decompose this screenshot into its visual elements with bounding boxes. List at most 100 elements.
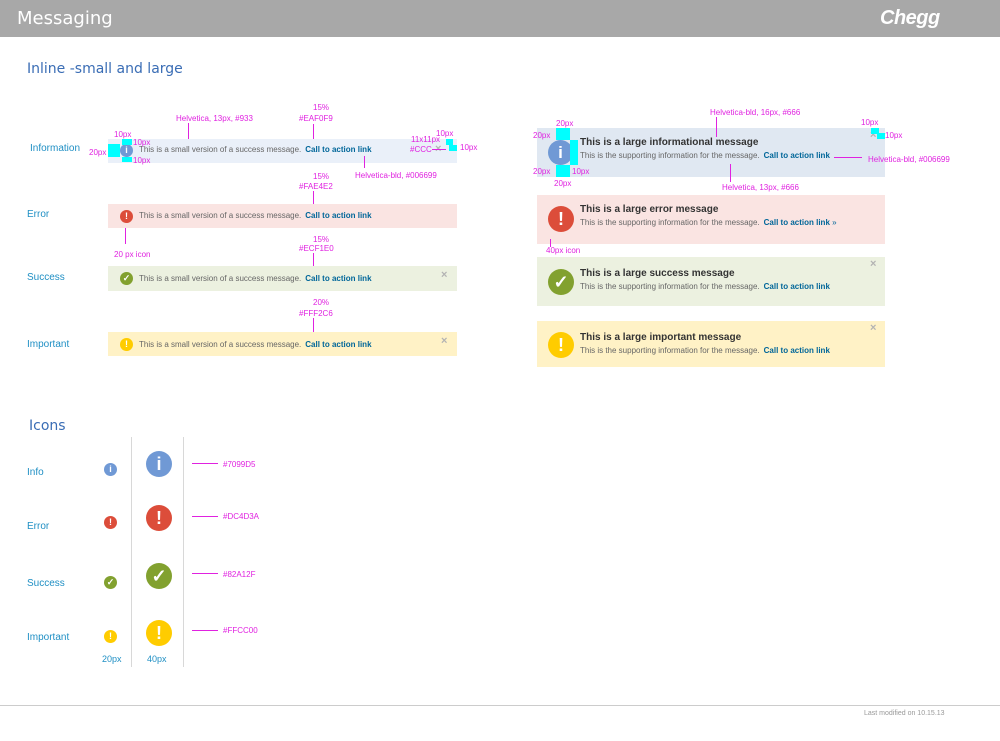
small-important-link[interactable]: Call to action link <box>305 340 372 349</box>
anno-line <box>192 516 218 517</box>
success-icon: ✓ <box>120 272 133 285</box>
info-icon: i <box>120 144 133 157</box>
icons-section-title: Icons <box>29 418 66 434</box>
anno-link-font: Helvetica-bld, #006699 <box>355 171 437 180</box>
anno-20px: 20px <box>89 148 107 157</box>
anno-line <box>313 318 314 332</box>
anno-40px-icon: 40px icon <box>546 246 581 255</box>
large-info-banner: i This is a large informational message … <box>537 128 885 177</box>
important-icon: ! <box>104 630 117 643</box>
anno-20px: 20px <box>554 179 572 188</box>
anno-ccc: #CCC <box>410 145 432 154</box>
spacing-marker <box>570 140 578 165</box>
small-success-message: This is a small version of a success mes… <box>139 274 372 283</box>
close-icon[interactable]: × <box>870 322 877 334</box>
anno-10px: 10px <box>133 156 151 165</box>
error-color-hex: #DC4D3A <box>223 512 260 521</box>
anno-line <box>313 191 314 204</box>
spacing-marker <box>108 144 120 157</box>
small-info-banner: i This is a small version of a success m… <box>108 139 457 163</box>
label-error-icon: Error <box>27 521 50 532</box>
info-icon: i <box>104 463 117 476</box>
anno-10px: 10px <box>114 130 132 139</box>
small-message-text: This is a small version of a success mes… <box>139 211 302 220</box>
spacing-marker <box>122 139 132 145</box>
label-information: Information <box>30 143 81 154</box>
spacing-marker <box>877 133 885 139</box>
anno-line <box>432 149 446 150</box>
anno-line <box>313 124 314 139</box>
small-info-link[interactable]: Call to action link <box>305 145 372 154</box>
anno-font-small: Helvetica, 13px, #933 <box>176 114 253 123</box>
small-error-link[interactable]: Call to action link <box>305 211 372 220</box>
supporting-text: This is the supporting information for t… <box>580 346 760 355</box>
anno-large-sub-font: Helvetica, 13px, #666 <box>722 183 799 192</box>
success-color-hex: #82A12F <box>223 570 256 579</box>
footer-divider <box>0 705 1000 706</box>
important-color-hex: #FFCC00 <box>223 626 258 635</box>
column-label-40px: 40px <box>147 654 167 664</box>
anno-line <box>192 573 218 574</box>
anno-important-pct: 20% <box>313 298 330 307</box>
supporting-text: This is the supporting information for t… <box>580 218 760 227</box>
anno-line <box>192 463 218 464</box>
error-icon: ! <box>146 505 172 531</box>
anno-10px: 10px <box>572 167 590 176</box>
spacing-marker <box>556 165 570 177</box>
large-important-sub: This is the supporting information for t… <box>580 346 830 355</box>
close-icon[interactable]: × <box>870 258 877 270</box>
important-icon: ! <box>146 620 172 646</box>
success-icon: ✓ <box>146 563 172 589</box>
anno-error-hex: #FAE4E2 <box>299 182 333 191</box>
anno-error-pct: 15% <box>313 172 330 181</box>
label-success: Success <box>27 272 65 283</box>
spacing-marker <box>446 139 453 145</box>
inline-section-title: Inline -small and large <box>27 61 183 77</box>
anno-10px: 10px <box>861 118 879 127</box>
anno-line <box>188 123 189 139</box>
small-message-text: This is a small version of a success mes… <box>139 145 302 154</box>
anno-success-pct: 15% <box>313 235 330 244</box>
spacing-marker <box>556 128 570 140</box>
anno-line <box>834 157 862 158</box>
anno-20px: 20px <box>556 119 574 128</box>
small-important-message: This is a small version of a success mes… <box>139 340 372 349</box>
supporting-text: This is the supporting information for t… <box>580 151 760 160</box>
label-important: Important <box>27 339 70 350</box>
large-error-banner: ! This is a large error message This is … <box>537 195 885 244</box>
column-divider <box>131 437 132 667</box>
close-icon[interactable]: × <box>441 269 448 281</box>
large-important-link[interactable]: Call to action link <box>763 346 830 355</box>
small-success-banner: ✓ This is a small version of a success m… <box>108 266 457 291</box>
anno-20px-icon: 20 px icon <box>114 250 151 259</box>
label-info: Info <box>27 467 44 478</box>
small-info-message: This is a small version of a success mes… <box>139 145 372 154</box>
anno-line <box>550 239 551 247</box>
large-success-banner: ✓ This is a large success message This i… <box>537 257 885 306</box>
supporting-text: This is the supporting information for t… <box>580 282 760 291</box>
large-important-title: This is a large important message <box>580 332 742 343</box>
large-error-title: This is a large error message <box>580 204 719 215</box>
large-info-sub: This is the supporting information for t… <box>580 151 830 160</box>
spacing-marker <box>122 157 132 162</box>
small-message-text: This is a small version of a success mes… <box>139 274 302 283</box>
anno-11px: 11x11px <box>411 135 441 144</box>
anno-large-link-font: Helvetica-bld, #006699 <box>868 155 950 164</box>
anno-line <box>364 156 365 168</box>
anno-large-title-font: Helvetica-bld, 16px, #666 <box>710 108 801 117</box>
close-icon[interactable]: × <box>441 335 448 347</box>
link-arrow-icon: » <box>832 218 837 227</box>
large-info-link[interactable]: Call to action link <box>763 151 830 160</box>
large-error-link[interactable]: Call to action link <box>763 218 830 227</box>
anno-success-hex: #ECF1E0 <box>299 244 334 253</box>
error-icon: ! <box>104 516 117 529</box>
large-info-title: This is a large informational message <box>580 137 759 148</box>
small-message-text: This is a small version of a success mes… <box>139 340 302 349</box>
close-icon[interactable]: × <box>870 129 877 141</box>
error-icon: ! <box>548 206 574 232</box>
small-success-link[interactable]: Call to action link <box>305 274 372 283</box>
large-success-link[interactable]: Call to action link <box>763 282 830 291</box>
anno-20px: 20px <box>533 167 551 176</box>
last-modified: Last modified on 10.15.13 <box>864 710 945 717</box>
success-icon: ✓ <box>104 576 117 589</box>
